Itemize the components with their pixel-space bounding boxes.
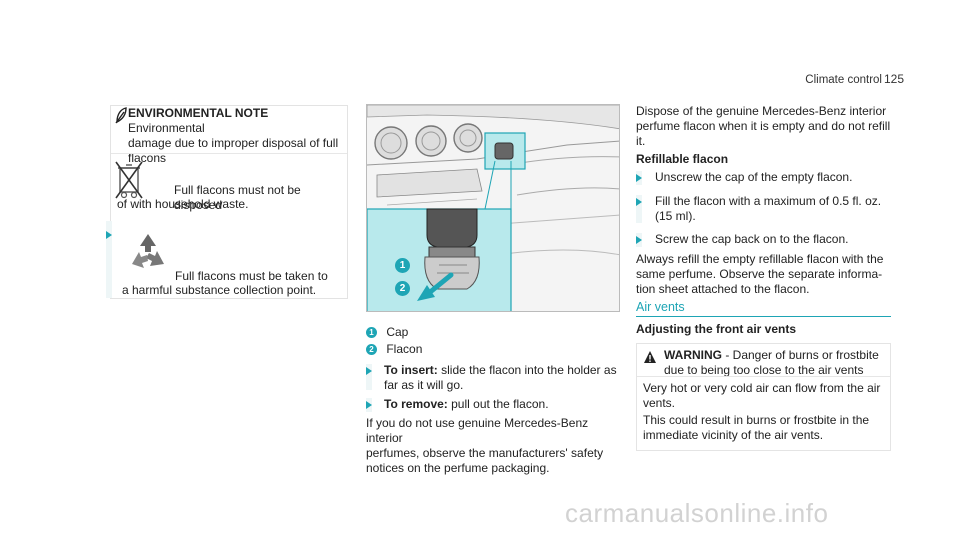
step-bar — [366, 364, 372, 390]
dashboard-drawing — [367, 105, 619, 311]
divider — [111, 153, 347, 154]
environmental-note-text: ENVIRONMENTAL NOTE Environmental damage … — [128, 106, 339, 165]
callout-2-marker: 2 — [366, 344, 377, 356]
recycle-text-2: a harmful substance collection point. — [122, 283, 317, 297]
environmental-note-box — [110, 105, 348, 299]
warning-text: WARNING - Danger of burns or frostbite d… — [664, 348, 879, 377]
divider — [637, 376, 890, 377]
warning-box — [636, 343, 891, 451]
callout-1-marker: 1 — [366, 327, 377, 339]
environment-leaf-icon — [115, 107, 127, 124]
warning-paragraph-2: This could result in burns or frostbite … — [643, 413, 870, 442]
warning-paragraph-1: Very hot or very cold air can flow from … — [643, 381, 881, 410]
always-refill-paragraph: Always refill the empty refillable flaco… — [636, 252, 884, 296]
air-vents-section-title: Air vents — [636, 300, 685, 314]
callout-1-badge: 1 — [395, 258, 410, 273]
crossed-out-bin-icon — [115, 161, 143, 199]
genuine-perfume-note: If you do not use genuine Mercedes-Benz … — [366, 416, 604, 475]
arrow-icon — [636, 198, 642, 206]
insert-step: To insert: slide the flacon into the hol… — [384, 363, 617, 392]
front-air-vents-heading: Adjusting the front air vents — [636, 322, 797, 336]
refill-step-1: Unscrew the cap of the empty flacon. — [655, 170, 853, 184]
recycle-text: Full flacons must be taken to — [175, 269, 328, 283]
bin-disposal-text-2: of with household waste. — [117, 197, 249, 211]
dispose-paragraph: Dispose of the genuine Mercedes-Benz int… — [636, 104, 891, 148]
remove-step: To remove: pull out the flacon. — [384, 397, 549, 411]
legend-item-cap: 1 Cap — [366, 325, 626, 340]
section-title-header: Climate control — [805, 74, 882, 86]
arrow-icon — [106, 231, 112, 239]
watermark: carmanualsonline.info — [565, 498, 829, 528]
page-number: 125 — [883, 72, 904, 86]
section-divider — [636, 316, 891, 317]
refill-step-2: Fill the flacon with a maximum of 0.5 fl… — [655, 194, 882, 223]
refillable-flacon-heading: Refillable flacon — [636, 152, 729, 166]
step-bar — [636, 195, 642, 223]
flacon-holder-illustration: 1 2 — [366, 104, 620, 312]
refill-step-3: Screw the cap back on to the flacon. — [655, 232, 849, 246]
bin-disposal-text: Full flacons must not be disposed — [174, 183, 301, 212]
arrow-icon — [636, 236, 642, 244]
callout-2-badge: 2 — [395, 281, 410, 296]
arrow-icon — [636, 174, 642, 182]
tip-bar — [106, 221, 112, 298]
legend-item-flacon: 2 Flacon — [366, 342, 626, 357]
warning-triangle-icon — [644, 351, 656, 363]
arrow-icon — [366, 367, 372, 375]
recycle-icon — [132, 234, 164, 268]
arrow-icon — [366, 401, 372, 409]
